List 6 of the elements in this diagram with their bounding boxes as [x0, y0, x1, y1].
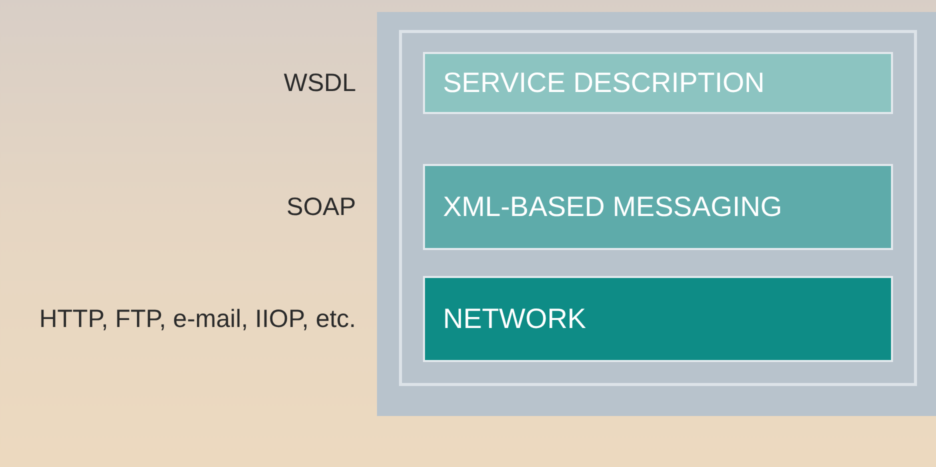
layer-label: SERVICE DESCRIPTION	[443, 67, 765, 99]
layer-label: XML-BASED MESSAGING	[443, 191, 782, 223]
protocol-label: HTTP, FTP, e-mail, IIOP, etc.	[38, 304, 356, 334]
protocol-label: WSDL	[282, 68, 356, 98]
protocol-label: SOAP	[286, 192, 356, 222]
layer-label: NETWORK	[443, 303, 586, 335]
